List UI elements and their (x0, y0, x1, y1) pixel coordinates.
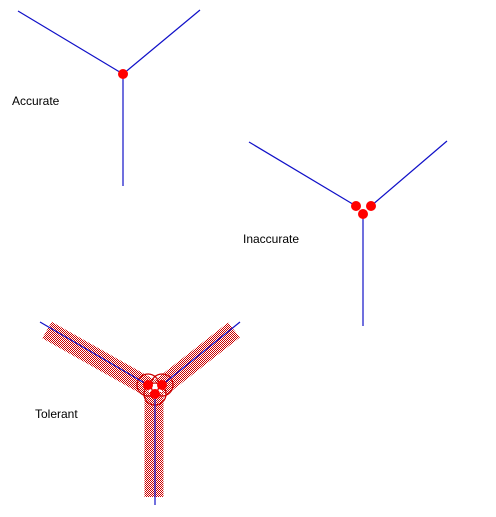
inaccurate-junction-group (248, 140, 448, 326)
tolerance-band-left (42, 321, 155, 397)
inaccurate-line-left (248, 141, 357, 207)
inaccurate-label: Inaccurate (243, 232, 300, 246)
accurate-junction-group (17, 9, 201, 186)
tolerant-line-left (39, 321, 149, 386)
tolerant-line-right (161, 321, 241, 386)
inaccurate-line-right (370, 140, 448, 207)
tolerant-node-left (143, 380, 153, 390)
tolerant-node-right (157, 380, 167, 390)
inaccurate-node-bottom (358, 209, 368, 219)
inaccurate-node-right (366, 201, 376, 211)
accurate-node (118, 69, 128, 79)
tolerant-node-bottom (150, 389, 160, 399)
tolerance-band (42, 321, 240, 497)
tolerant-junction-group (39, 321, 241, 505)
tolerant-label: Tolerant (35, 407, 78, 421)
accurate-line-right (122, 9, 201, 75)
tolerance-band-right (154, 322, 240, 396)
accurate-label: Accurate (12, 94, 60, 108)
accurate-line-left (17, 10, 124, 75)
inaccurate-node-left (351, 201, 361, 211)
